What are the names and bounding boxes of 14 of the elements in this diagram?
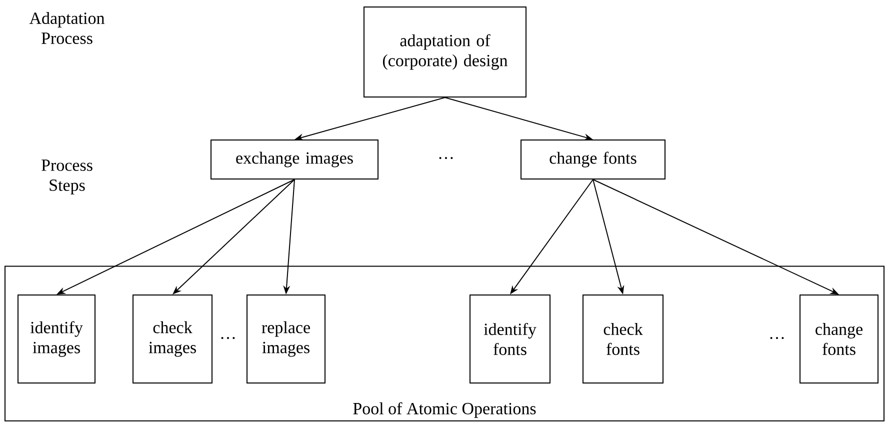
level-label: Process Steps — [42, 160, 92, 194]
ellipsis: … — [221, 337, 235, 339]
ellipsis: … — [439, 157, 453, 159]
level-label: Adaptation Process — [29, 12, 105, 44]
process-box: check images — [132, 294, 212, 384]
process-box: identify fonts — [470, 294, 550, 384]
process-box: change fonts — [520, 140, 666, 180]
process-box: check fonts — [582, 294, 664, 384]
ellipsis: … — [770, 337, 784, 339]
process-box: exchange images — [210, 140, 378, 180]
process-box: adaptation of (corporate) design — [364, 6, 526, 98]
process-box: replace images — [246, 294, 326, 384]
process-box: change fonts — [800, 294, 878, 384]
process-box: identify images — [18, 294, 96, 384]
